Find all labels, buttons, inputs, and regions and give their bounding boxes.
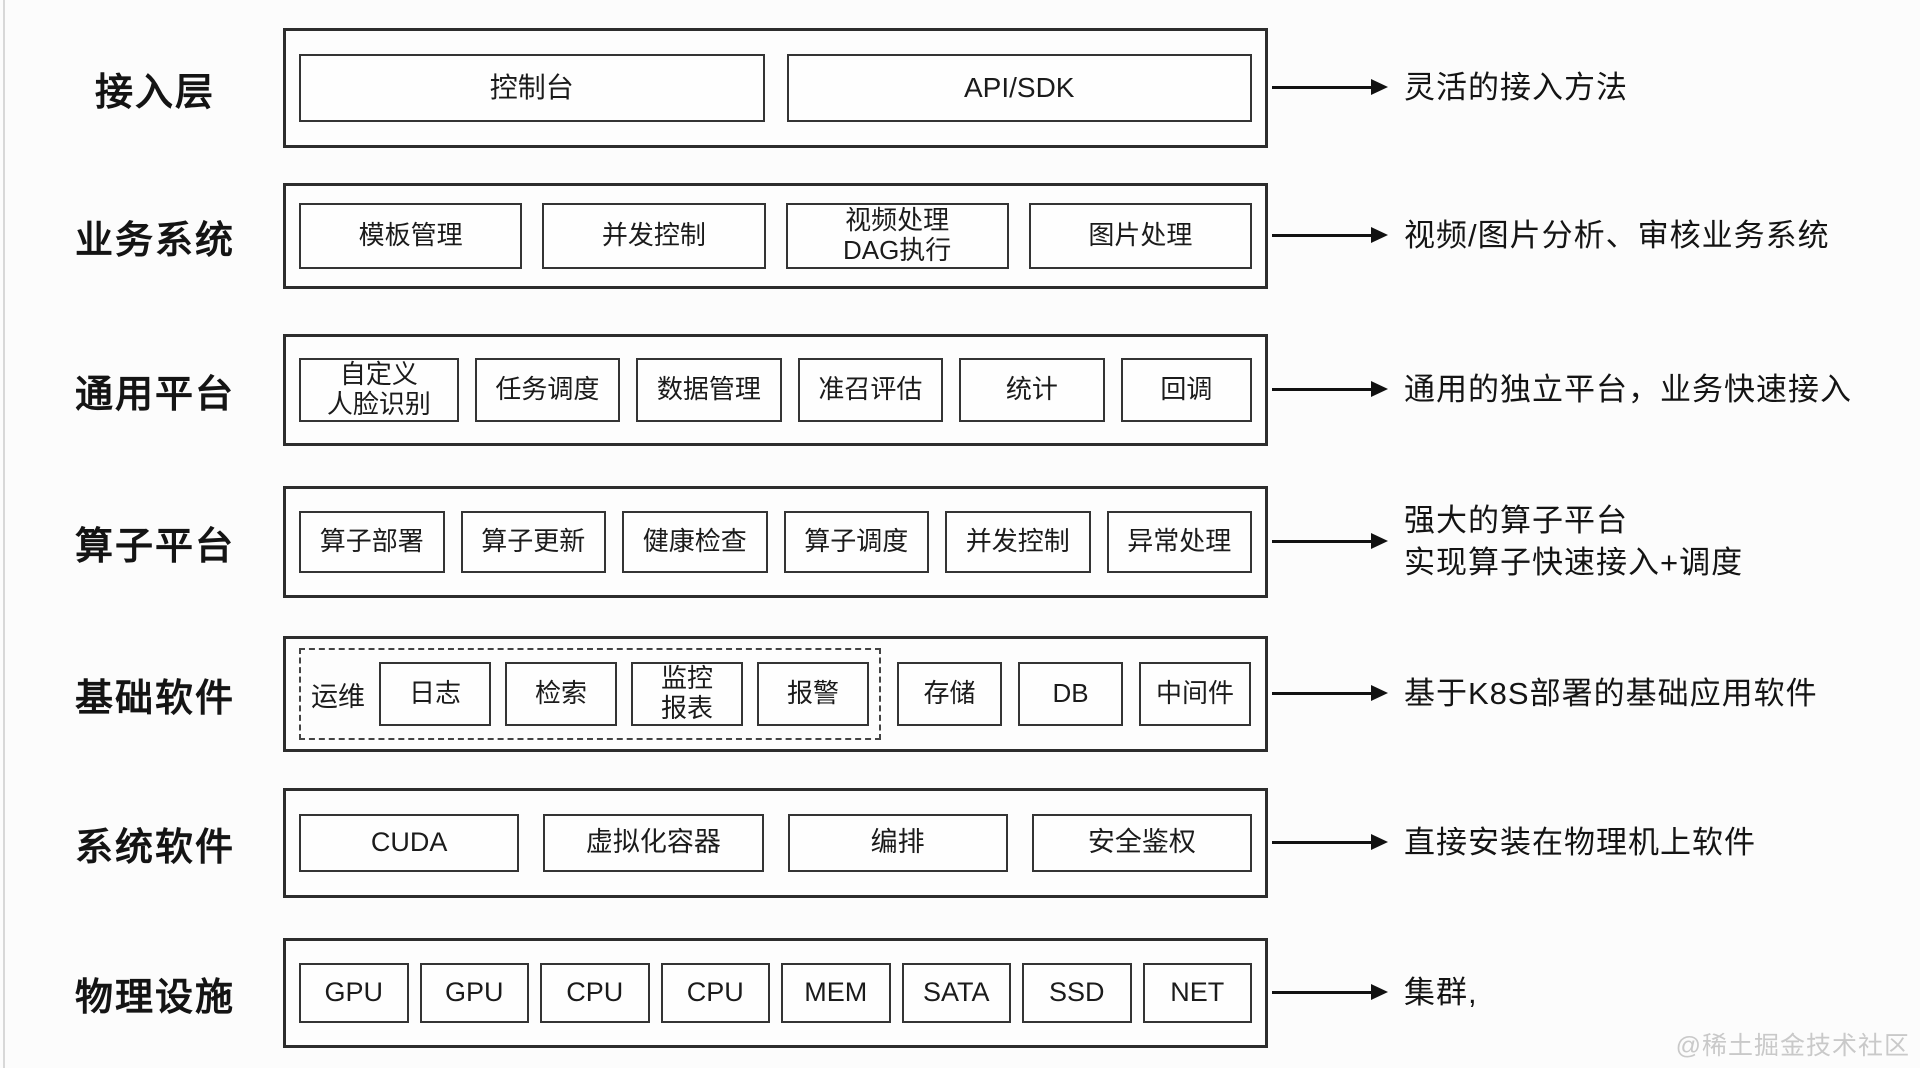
layer-label: 接入层 — [94, 71, 215, 114]
access-layer-row: 接入层 控制台 API/SDK 灵活的接入方法 — [0, 28, 1920, 148]
layer-label: 算子平台 — [74, 525, 235, 568]
component-box: 存储 — [897, 662, 1002, 726]
component-box: NET — [1142, 963, 1252, 1023]
component-box: SATA — [901, 963, 1011, 1023]
layer-container-box: CUDA 虚拟化容器 编排 安全鉴权 — [283, 788, 1268, 898]
layer-container-box: 运维 日志 检索 监控 报表 报警 存储 DB 中间件 — [283, 636, 1268, 752]
component-box: 图片处理 — [1028, 203, 1252, 269]
component-box: 安全鉴权 — [1031, 814, 1252, 872]
component-box: GPU — [419, 963, 529, 1023]
component-box: 控制台 — [299, 54, 765, 122]
component-box: CUDA — [299, 814, 520, 872]
system-software-row: 系统软件 CUDA 虚拟化容器 编排 安全鉴权 直接安装在物理机上软件 — [0, 788, 1920, 898]
layer-container-box: 控制台 API/SDK — [283, 28, 1268, 148]
layer-label: 基础软件 — [74, 677, 235, 720]
layer-container-box: 模板管理 并发控制 视频处理 DAG执行 图片处理 — [283, 183, 1268, 289]
component-box: 异常处理 — [1106, 511, 1252, 573]
layer-annotation: 视频/图片分析、审核业务系统 — [1404, 218, 1830, 254]
layer-label: 业务系统 — [74, 219, 235, 262]
component-box: 统计 — [959, 358, 1105, 422]
component-box: 算子更新 — [460, 511, 606, 573]
layer-annotation: 灵活的接入方法 — [1404, 70, 1628, 106]
arrow-right-icon — [1272, 227, 1388, 243]
layer-annotation: 直接安装在物理机上软件 — [1404, 825, 1756, 861]
layer-annotation: 强大的算子平台 实现算子快速接入+调度 — [1404, 503, 1744, 580]
component-box: 日志 — [379, 662, 491, 726]
arrow-right-icon — [1272, 533, 1388, 549]
component-box: 任务调度 — [474, 358, 621, 422]
component-box: GPU — [299, 963, 409, 1023]
business-system-row: 业务系统 模板管理 并发控制 视频处理 DAG执行 图片处理 视频/图片分析、审… — [0, 183, 1920, 289]
ops-group-label: 运维 — [311, 681, 365, 712]
layer-label: 通用平台 — [74, 373, 235, 416]
component-box: 模板管理 — [299, 203, 523, 269]
arrow-right-icon — [1272, 381, 1388, 397]
component-box: 视频处理 DAG执行 — [785, 203, 1009, 269]
component-box: 健康检查 — [622, 511, 768, 573]
layer-annotation: 通用的独立平台，业务快速接入 — [1404, 372, 1852, 408]
component-box: 虚拟化容器 — [543, 814, 764, 872]
component-box: 数据管理 — [636, 358, 782, 422]
component-box: 算子部署 — [299, 511, 445, 573]
layer-label: 物理设施 — [74, 976, 235, 1019]
component-box: 编排 — [787, 814, 1008, 872]
component-box: 自定义 人脸识别 — [299, 358, 459, 422]
component-box: 算子调度 — [783, 511, 929, 573]
component-box: CPU — [540, 963, 650, 1023]
physical-facility-row: 物理设施 GPU GPU CPU CPU MEM SATA SSD NET 集群… — [0, 938, 1920, 1048]
layer-container-box: GPU GPU CPU CPU MEM SATA SSD NET — [283, 938, 1268, 1048]
ops-dashed-group: 运维 日志 检索 监控 报表 报警 — [299, 648, 881, 740]
arrow-right-icon — [1272, 79, 1388, 95]
component-box: 准召评估 — [797, 358, 944, 422]
layer-container-box: 算子部署 算子更新 健康检查 算子调度 并发控制 异常处理 — [283, 486, 1268, 598]
arrow-right-icon — [1272, 834, 1388, 850]
layer-annotation: 集群, — [1404, 975, 1478, 1011]
component-box: MEM — [781, 963, 891, 1023]
component-box: SSD — [1022, 963, 1132, 1023]
arrow-right-icon — [1272, 984, 1388, 1000]
layer-annotation: 基于K8S部署的基础应用软件 — [1404, 676, 1818, 712]
component-box: 检索 — [505, 662, 617, 726]
component-box: 中间件 — [1139, 662, 1251, 726]
general-platform-row: 通用平台 自定义 人脸识别 任务调度 数据管理 准召评估 统计 回调 通用的独立… — [0, 334, 1920, 446]
layer-label: 系统软件 — [74, 826, 235, 869]
component-box: DB — [1018, 662, 1123, 726]
component-box: 监控 报表 — [631, 662, 743, 726]
arrow-right-icon — [1272, 685, 1388, 701]
left-edge-line — [3, 0, 5, 1068]
component-box: API/SDK — [786, 54, 1252, 122]
component-box: 并发控制 — [945, 511, 1091, 573]
basic-software-row: 基础软件 运维 日志 检索 监控 报表 报警 存储 DB 中间件 基于K8S部署… — [0, 636, 1920, 752]
component-box: 并发控制 — [542, 203, 766, 269]
component-box: 报警 — [757, 662, 869, 726]
operator-platform-row: 算子平台 算子部署 算子更新 健康检查 算子调度 并发控制 异常处理 强大的算子… — [0, 486, 1920, 598]
watermark-text: @稀土掘金技术社区 — [1675, 1032, 1910, 1060]
component-box: CPU — [660, 963, 770, 1023]
layer-container-box: 自定义 人脸识别 任务调度 数据管理 准召评估 统计 回调 — [283, 334, 1268, 446]
component-box: 回调 — [1120, 358, 1252, 422]
